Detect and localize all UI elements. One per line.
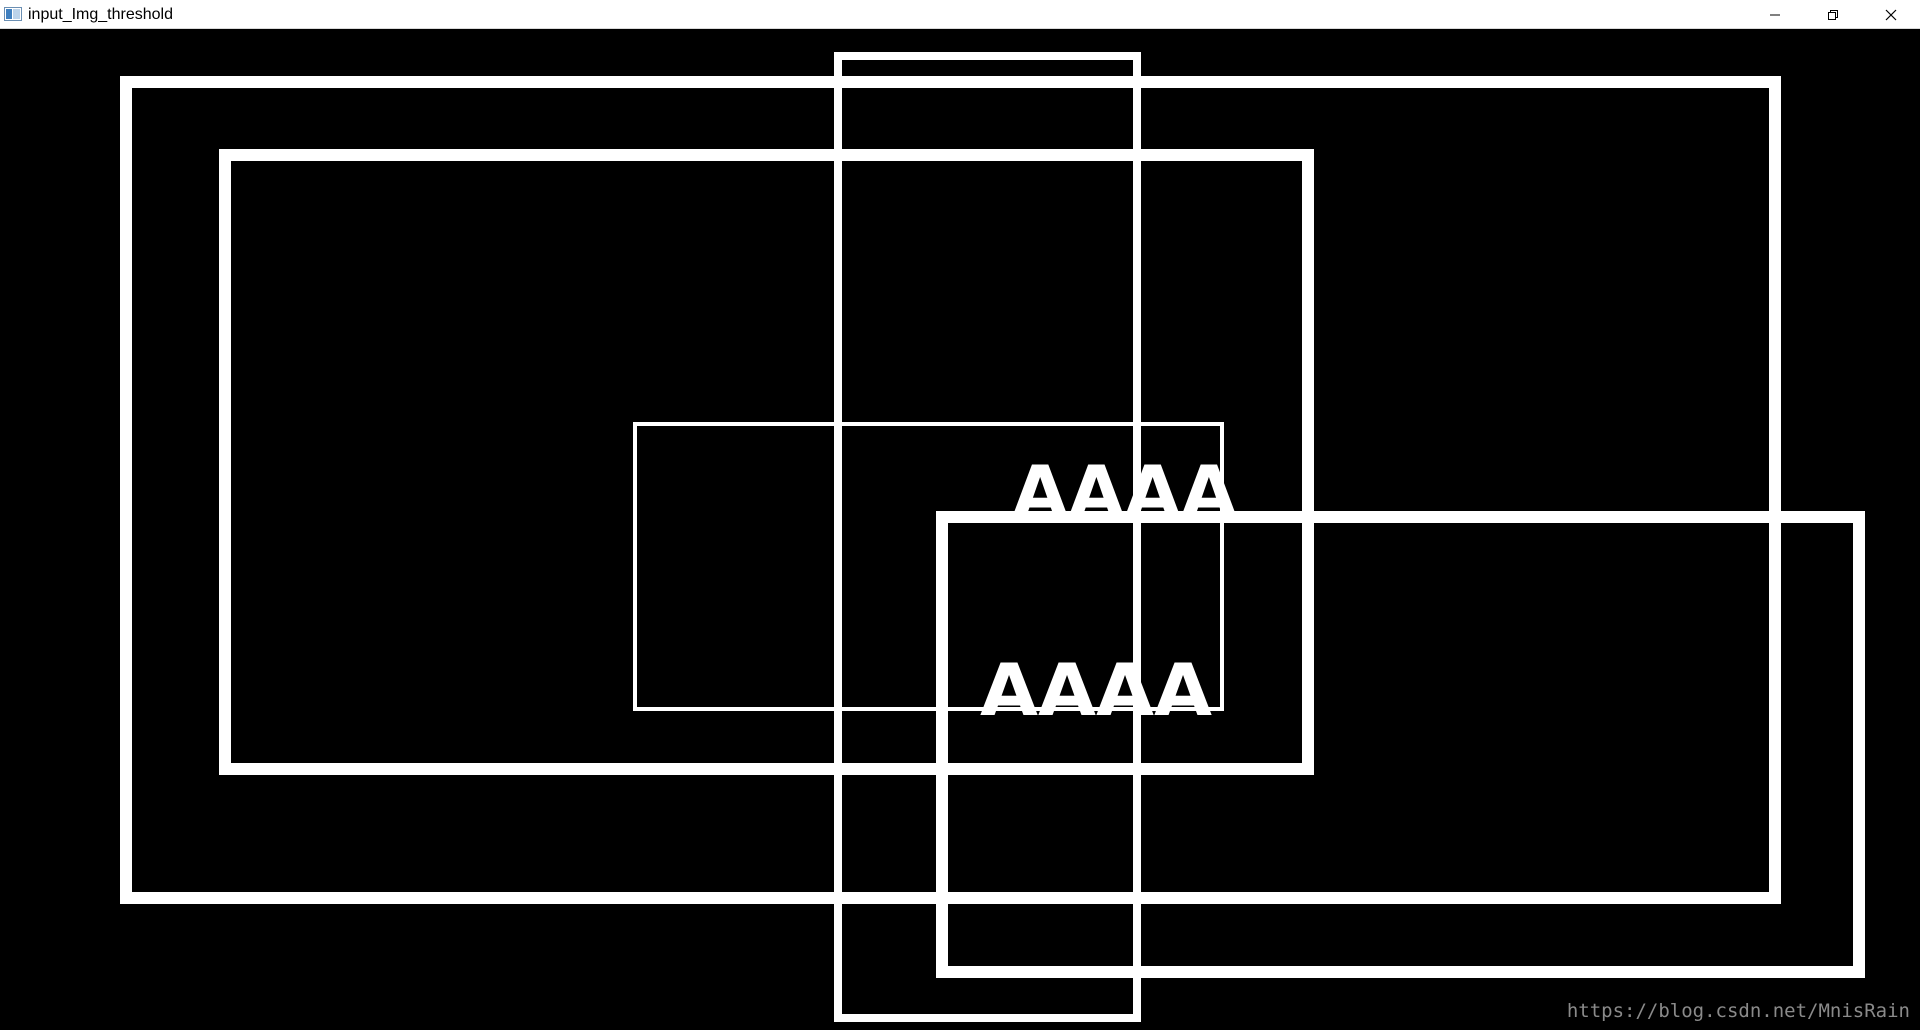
close-button[interactable]: [1862, 0, 1920, 29]
vertical-rectangle: [834, 52, 1141, 1022]
image-canvas[interactable]: AAAA AAAA https://blog.csdn.net/MnisRain: [0, 29, 1920, 1030]
threshold-image: AAAA AAAA: [120, 52, 1865, 1022]
opencv-window-icon: [4, 7, 22, 21]
bottom-right-rectangle: [936, 511, 1865, 978]
upper-text: AAAA: [1012, 450, 1237, 534]
title-bar[interactable]: input_Img_threshold: [0, 0, 1920, 29]
minimize-icon: [1769, 9, 1781, 21]
restore-button[interactable]: [1804, 0, 1862, 29]
window-controls: [1746, 0, 1920, 29]
restore-icon: [1827, 9, 1839, 21]
thin-center-rectangle: [633, 422, 1224, 711]
inner-left-rectangle: [219, 149, 1314, 775]
window-title: input_Img_threshold: [28, 5, 173, 23]
close-icon: [1885, 9, 1897, 21]
watermark: https://blog.csdn.net/MnisRain: [1566, 1000, 1910, 1022]
minimize-button[interactable]: [1746, 0, 1804, 29]
lower-text: AAAA: [980, 648, 1212, 732]
outer-rectangle: [120, 76, 1781, 904]
